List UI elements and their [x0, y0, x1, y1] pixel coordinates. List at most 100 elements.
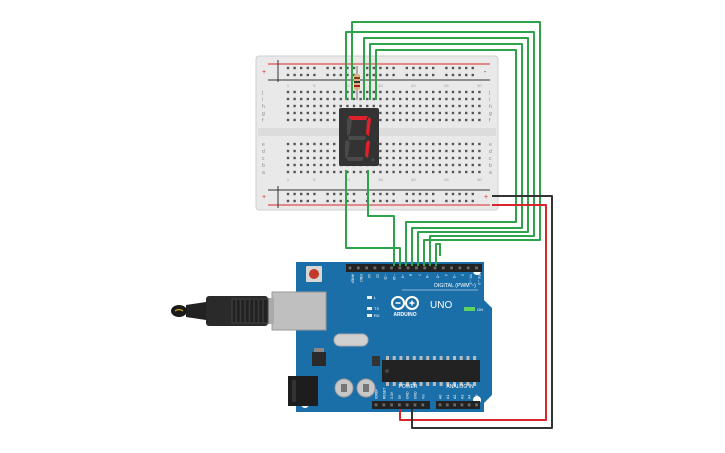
breadboard-hole[interactable]: [392, 73, 395, 77]
breadboard-hole[interactable]: [293, 142, 296, 146]
breadboard-hole[interactable]: [478, 97, 481, 101]
breadboard-hole[interactable]: [412, 90, 415, 94]
breadboard-hole[interactable]: [313, 97, 316, 101]
breadboard-hole[interactable]: [445, 156, 448, 160]
breadboard-hole[interactable]: [438, 104, 441, 108]
breadboard-hole[interactable]: [465, 163, 468, 167]
breadboard-hole[interactable]: [412, 142, 415, 146]
breadboard-hole[interactable]: [333, 163, 336, 167]
breadboard-hole[interactable]: [405, 192, 408, 196]
breadboard-hole[interactable]: [333, 199, 336, 203]
breadboard-hole[interactable]: [359, 97, 362, 101]
breadboard-hole[interactable]: [306, 163, 309, 167]
digital-pin[interactable]: [466, 266, 470, 270]
breadboard-hole[interactable]: [379, 90, 382, 94]
breadboard-hole[interactable]: [471, 97, 474, 101]
breadboard-hole[interactable]: [445, 170, 448, 174]
breadboard-hole[interactable]: [451, 192, 455, 196]
breadboard-hole[interactable]: [471, 149, 474, 153]
breadboard-hole[interactable]: [300, 104, 303, 108]
breadboard-hole[interactable]: [372, 97, 375, 101]
breadboard-hole[interactable]: [379, 192, 382, 196]
breadboard-hole[interactable]: [451, 156, 455, 160]
breadboard-hole[interactable]: [293, 118, 296, 122]
breadboard-hole[interactable]: [438, 163, 441, 167]
breadboard-hole[interactable]: [286, 170, 290, 174]
breadboard-hole[interactable]: [425, 111, 428, 115]
breadboard-hole[interactable]: [293, 149, 296, 153]
breadboard-hole[interactable]: [392, 156, 395, 160]
breadboard-hole[interactable]: [385, 199, 389, 203]
breadboard-hole[interactable]: [451, 118, 455, 122]
breadboard-hole[interactable]: [313, 66, 316, 70]
wire-green-5[interactable]: [375, 49, 517, 266]
breadboard-hole[interactable]: [458, 66, 461, 70]
breadboard-hole[interactable]: [346, 90, 349, 94]
breadboard-hole[interactable]: [405, 104, 408, 108]
breadboard-hole[interactable]: [319, 163, 323, 167]
breadboard-hole[interactable]: [465, 111, 468, 115]
breadboard-hole[interactable]: [418, 163, 422, 167]
breadboard-hole[interactable]: [313, 149, 316, 153]
breadboard-hole[interactable]: [352, 192, 356, 196]
breadboard-hole[interactable]: [438, 149, 441, 153]
breadboard-hole[interactable]: [445, 111, 448, 115]
breadboard-hole[interactable]: [458, 90, 461, 94]
breadboard-hole[interactable]: [392, 163, 395, 167]
power-pin[interactable]: [405, 403, 409, 407]
breadboard-hole[interactable]: [412, 104, 415, 108]
breadboard-hole[interactable]: [286, 118, 290, 122]
breadboard-hole[interactable]: [366, 90, 369, 94]
digital-pin[interactable]: [475, 266, 478, 270]
wire-black-gnd[interactable]: [411, 195, 553, 429]
breadboard-hole[interactable]: [379, 97, 382, 101]
power-pin[interactable]: [413, 403, 417, 407]
analog-pin[interactable]: [445, 403, 449, 407]
breadboard-hole[interactable]: [306, 149, 309, 153]
breadboard-hole[interactable]: [399, 149, 402, 153]
breadboard-hole[interactable]: [471, 192, 474, 196]
breadboard-hole[interactable]: [412, 97, 415, 101]
breadboard-hole[interactable]: [339, 73, 342, 77]
breadboard-hole[interactable]: [432, 156, 435, 160]
breadboard-hole[interactable]: [385, 104, 389, 108]
breadboard-hole[interactable]: [385, 66, 389, 70]
breadboard-hole[interactable]: [313, 163, 316, 167]
breadboard-hole[interactable]: [445, 73, 448, 77]
breadboard-hole[interactable]: [418, 90, 422, 94]
breadboard-hole[interactable]: [432, 104, 435, 108]
wire-green-1[interactable]: [351, 21, 541, 266]
breadboard-hole[interactable]: [425, 199, 428, 203]
analog-pin[interactable]: [453, 403, 456, 407]
breadboard-hole[interactable]: [478, 104, 481, 108]
breadboard-hole[interactable]: [445, 118, 448, 122]
breadboard-hole[interactable]: [339, 199, 342, 203]
breadboard-hole[interactable]: [471, 142, 474, 146]
breadboard-hole[interactable]: [306, 66, 309, 70]
breadboard-hole[interactable]: [339, 90, 342, 94]
breadboard-hole[interactable]: [392, 142, 395, 146]
breadboard-hole[interactable]: [465, 97, 468, 101]
breadboard-hole[interactable]: [385, 163, 389, 167]
breadboard-hole[interactable]: [471, 73, 474, 77]
breadboard-hole[interactable]: [418, 104, 422, 108]
breadboard-hole[interactable]: [392, 199, 395, 203]
breadboard-hole[interactable]: [346, 66, 349, 70]
breadboard-hole[interactable]: [412, 199, 415, 203]
breadboard-hole[interactable]: [445, 192, 448, 196]
breadboard-hole[interactable]: [313, 192, 316, 196]
breadboard-hole[interactable]: [300, 111, 303, 115]
breadboard-hole[interactable]: [465, 104, 468, 108]
breadboard-hole[interactable]: [451, 199, 455, 203]
breadboard-hole[interactable]: [465, 90, 468, 94]
breadboard-hole[interactable]: [346, 97, 349, 101]
breadboard-hole[interactable]: [438, 156, 441, 160]
breadboard-hole[interactable]: [313, 104, 316, 108]
breadboard-hole[interactable]: [379, 73, 382, 77]
breadboard-hole[interactable]: [399, 142, 402, 146]
breadboard-hole[interactable]: [458, 73, 461, 77]
digital-pin[interactable]: [423, 266, 427, 270]
breadboard-hole[interactable]: [385, 142, 389, 146]
breadboard-hole[interactable]: [352, 104, 356, 108]
breadboard-hole[interactable]: [412, 192, 415, 196]
